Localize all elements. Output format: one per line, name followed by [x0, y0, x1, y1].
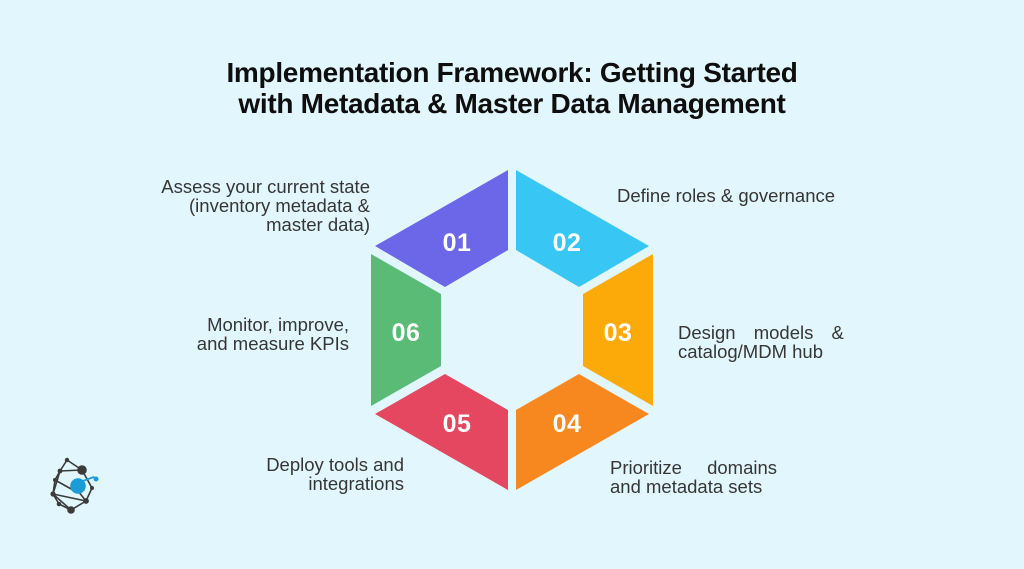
segment-01-number: 01 — [443, 229, 472, 257]
label-line: Define roles & governance — [617, 185, 836, 206]
label-line: catalog/MDM hub — [678, 341, 823, 362]
label-line: Design models & — [678, 322, 844, 343]
logo-blue-atom — [70, 476, 99, 494]
label-assess-current-state: Assess your current state (inventory met… — [161, 177, 370, 234]
label-line: and measure KPIs — [196, 333, 349, 354]
segment-04-number: 04 — [553, 410, 582, 438]
logo-dark-nodes — [50, 457, 94, 514]
page-title-line1: Implementation Framework: Getting Starte… — [226, 57, 798, 88]
label-define-roles-governance: Define roles & governance — [617, 186, 835, 205]
label-line: master data) — [266, 214, 370, 235]
segment-05-shape — [375, 374, 508, 490]
segment-01-shape — [375, 170, 508, 287]
segment-06-shape — [371, 254, 441, 406]
network-graph-logo-icon — [50, 457, 99, 514]
label-line: Prioritize domains — [610, 457, 778, 478]
label-line: and metadata sets — [610, 476, 763, 497]
label-monitor-kpis: Monitor, improve, and measure KPIs — [197, 315, 349, 353]
label-line: integrations — [308, 473, 404, 494]
page-title-line2: with Metadata & Master Data Management — [238, 88, 786, 119]
label-line: Assess your current state — [161, 176, 370, 197]
label-prioritize-domains: Prioritize domains and metadata sets — [610, 458, 777, 496]
label-deploy-tools: Deploy tools and integrations — [266, 455, 404, 493]
segment-03-number: 03 — [604, 319, 633, 347]
label-line: Deploy tools and — [266, 454, 404, 475]
label-design-models-hub: Design models & catalog/MDM hub — [678, 323, 844, 361]
segment-02-shape — [516, 170, 649, 287]
page-title: Implementation Framework: Getting Starte… — [0, 57, 1024, 119]
segment-02-number: 02 — [553, 229, 582, 257]
label-line: Monitor, improve, — [207, 314, 349, 335]
segment-03-shape — [583, 254, 653, 406]
segment-04-shape — [516, 374, 649, 490]
segment-06-number: 06 — [392, 319, 421, 347]
segment-05-number: 05 — [443, 410, 472, 438]
label-line: (inventory metadata & — [189, 195, 370, 216]
